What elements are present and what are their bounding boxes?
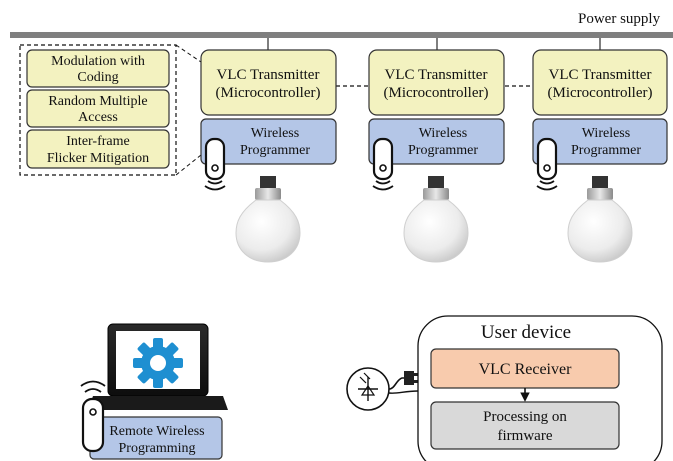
gear-icon	[133, 338, 183, 388]
transmitter-label-line1: VLC Transmitter	[217, 67, 320, 83]
processing-label-line1: Processing on	[483, 409, 567, 425]
feature-flicker-box: Inter-frame Flicker Mitigation	[26, 129, 170, 169]
wireless-programmer-box	[368, 118, 505, 165]
feature-callout-bottom	[175, 154, 202, 176]
wireless-remote-icon	[80, 380, 106, 453]
feature-label-line2: Coding	[77, 70, 118, 85]
programmer-label-line1: Wireless	[419, 126, 467, 141]
receiver-label: VLC Receiver	[479, 361, 573, 378]
feature-label-line2: Flicker Mitigation	[47, 151, 149, 166]
feature-label-line1: Random Multiple	[48, 94, 147, 109]
feature-group	[19, 44, 177, 176]
transmitter-label-line1: VLC Transmitter	[385, 67, 488, 83]
user-device-title: User device	[481, 322, 571, 343]
user-device: User device VLC Receiver Processing on f…	[417, 315, 663, 461]
light-bulb-icon	[567, 176, 633, 263]
plug-icon	[388, 371, 420, 394]
wireless-remote-icon	[204, 137, 226, 191]
power-rail	[10, 32, 673, 38]
feature-label-line1: Inter-frame	[66, 134, 129, 149]
remote-label-line1: Remote Wireless	[109, 424, 204, 439]
power-supply-label: Power supply	[578, 11, 661, 27]
transmitter-label-line2: (Microcontroller)	[384, 85, 489, 101]
transmitter-unit-3: VLC Transmitter (Microcontroller) Wirele…	[532, 49, 668, 263]
transmitter-label-line2: (Microcontroller)	[216, 85, 321, 101]
processing-box: Processing on firmware	[430, 401, 620, 450]
light-bulb-icon	[403, 176, 469, 263]
programmer-label-line2: Programmer	[571, 143, 641, 158]
feature-label-line1: Modulation with	[51, 54, 145, 69]
photodiode-icon	[346, 367, 390, 411]
wireless-programmer-box	[200, 118, 337, 165]
wireless-remote-icon	[372, 137, 394, 191]
vlc-receiver-box: VLC Receiver	[430, 348, 620, 389]
wireless-programmer-box	[532, 118, 668, 165]
transmitter-label-line2: (Microcontroller)	[548, 85, 653, 101]
feature-callout-top	[175, 44, 202, 63]
feature-label-line2: Access	[78, 110, 118, 125]
vlc-transmitter-box	[368, 49, 505, 116]
feature-modulation-box: Modulation with Coding	[26, 49, 170, 88]
transmitter-unit-1: VLC Transmitter (Microcontroller) Wirele…	[200, 49, 337, 263]
programmer-label-line1: Wireless	[582, 126, 630, 141]
light-bulb-icon	[235, 176, 301, 263]
remote-wireless-programming-box: Remote Wireless Programming	[89, 416, 223, 460]
transmitter-label-line1: VLC Transmitter	[549, 67, 652, 83]
programmer-label-line2: Programmer	[408, 143, 478, 158]
processing-label-line2: firmware	[498, 428, 553, 444]
vlc-transmitter-box	[200, 49, 337, 116]
programmer-label-line2: Programmer	[240, 143, 310, 158]
programmer-label-line1: Wireless	[251, 126, 299, 141]
transmitter-unit-2: VLC Transmitter (Microcontroller) Wirele…	[368, 49, 505, 263]
feature-random-access-box: Random Multiple Access	[26, 89, 170, 128]
wireless-remote-icon	[536, 137, 558, 191]
remote-label-line2: Programming	[119, 441, 196, 456]
vlc-transmitter-box	[532, 49, 668, 116]
